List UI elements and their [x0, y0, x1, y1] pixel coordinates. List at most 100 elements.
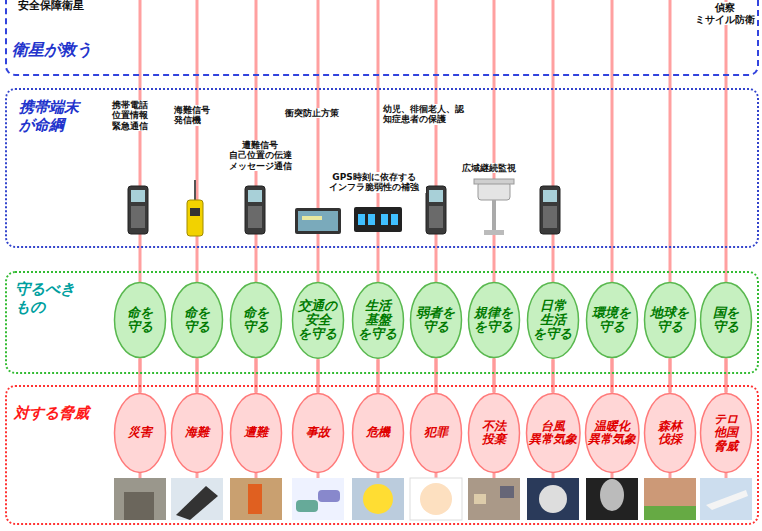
phone-icon — [128, 186, 148, 234]
threat-circle: 災害 — [113, 392, 167, 474]
annotation-label: 携帯電話 位置情報 緊急通信 — [112, 100, 154, 131]
circle-text-box: 温暖化 異常気象 — [587, 420, 636, 446]
circle-text: 森林 伐採 — [658, 419, 682, 446]
phone-icon — [543, 206, 557, 228]
band-panel: 衛星が救う — [5, 0, 759, 76]
threat-photo — [600, 479, 624, 511]
camera-icon — [474, 179, 514, 235]
ellipse-outline — [585, 394, 639, 473]
circle-text: 危機 — [366, 425, 390, 439]
threat-photo — [318, 490, 340, 502]
ellipse-outline — [469, 283, 520, 358]
band-panel: 対する脅威災害 海難 遭難 事故 危機 犯罪不法 投棄台風 異常気象温暖化 異常気象森林 … — [5, 385, 759, 525]
circle-text-box: テロ 他国 脅威 — [701, 413, 750, 453]
circle-text-box: 台風 異常気象 — [528, 420, 577, 446]
band-heading: 対する脅威 — [14, 404, 106, 422]
phone-icon — [248, 190, 262, 202]
gps-clock-icon — [358, 214, 365, 225]
circle-text-box: 災害 — [115, 426, 164, 439]
circle-text: 国を 守る — [713, 305, 739, 334]
phone-icon — [248, 206, 262, 228]
threat-photo — [474, 494, 486, 504]
phone-icon — [245, 186, 265, 234]
circle-text-box: 海難 — [172, 426, 221, 439]
circle-text-box: 地球を 守る — [650, 306, 690, 335]
circle-text-box: 環境を 守る — [592, 306, 632, 335]
phone-icon — [131, 190, 145, 202]
circle-text: 海難 — [185, 425, 209, 439]
connector-line — [493, 359, 496, 392]
circle-text-box: 命を 守る — [120, 306, 160, 335]
circle-text-box: 事故 — [293, 426, 342, 439]
connector-line — [317, 360, 320, 392]
ellipse-outline — [411, 283, 462, 358]
annotation-label: 衝突防止方策 — [285, 108, 345, 118]
circle-text-box: 森林 伐採 — [645, 420, 694, 446]
band-heading: 守るべき もの — [15, 280, 85, 316]
gps-clock-icon — [354, 207, 402, 232]
phone-icon — [426, 186, 446, 234]
ellipse-outline — [353, 394, 404, 473]
protect-circle: 弱者を 守る — [409, 281, 463, 359]
threat-photo — [230, 478, 282, 520]
annotation-label: 遭難信号 自己位置の伝達 メッセージ通信 — [226, 140, 294, 171]
circle-text: 災害 — [128, 425, 152, 439]
ellipse-outline — [172, 283, 223, 358]
circle-text: 命を 守る — [243, 305, 269, 334]
circle-text-box: 国を 守る — [706, 306, 746, 335]
threat-photo — [706, 490, 748, 510]
ellipse-outline — [528, 283, 579, 359]
band-heading: 衛星が救う — [12, 40, 122, 59]
protect-circle: 環境を 守る — [585, 281, 639, 359]
threat-photo — [700, 478, 752, 520]
threat-photo — [410, 478, 462, 520]
band-heading-text: 携帯端末 が命綱 — [19, 98, 79, 134]
ellipse-outline — [293, 394, 344, 473]
threat-circle: 温暖化 異常気象 — [584, 392, 641, 474]
circle-text: 遭難 — [244, 425, 268, 439]
threat-circle: 森林 伐採 — [643, 392, 697, 474]
camera-icon — [484, 230, 504, 235]
phone-icon — [429, 206, 443, 228]
ellipse-outline — [411, 394, 462, 473]
annotation-label: 偵察 ミサイル防衛 — [694, 2, 756, 25]
threat-photo — [586, 478, 638, 520]
threat-circle: 不法 投棄 — [467, 392, 521, 474]
circle-text: 命を 守る — [184, 305, 210, 334]
circle-text-box: 犯罪 — [411, 426, 460, 439]
connector-line — [669, 359, 672, 392]
ellipse-outline — [469, 394, 520, 473]
protect-circle: 命を 守る — [170, 281, 224, 359]
annotation-label: 幼児、徘徊老人、認知症患者の保護 — [383, 104, 469, 125]
phone-icon — [540, 186, 560, 234]
phone-icon — [429, 190, 443, 202]
threat-circle: 事故 — [291, 392, 345, 474]
threat-photo — [114, 478, 166, 520]
threat-photo — [124, 492, 154, 520]
circle-text-box: 生活 基盤 を守る — [358, 299, 398, 342]
ellipse-outline — [701, 394, 752, 473]
phone-icon — [131, 206, 145, 228]
band-heading-text: 対する脅威 — [14, 404, 89, 422]
car-navigation-icon — [298, 211, 338, 231]
threat-photo — [420, 483, 452, 515]
ellipse-outline — [645, 283, 696, 358]
circle-text: 台風 異常気象 — [529, 419, 577, 446]
camera-icon — [492, 200, 496, 230]
circle-text: 日常 生活 を守る — [533, 298, 572, 342]
protect-circle: 国を 守る — [699, 281, 753, 359]
phone-icon — [245, 186, 265, 234]
band-heading-text: 衛星が救う — [12, 40, 92, 59]
threat-photo — [171, 478, 223, 520]
circle-text-box: 命を 守る — [177, 306, 217, 335]
protect-circle: 交通の 安全 を守る — [291, 281, 345, 360]
ellipse-outline — [115, 283, 166, 358]
gps-clock-icon — [391, 214, 398, 225]
circle-text-box: 交通の 安全 を守る — [298, 299, 338, 342]
ellipse-outline — [293, 283, 344, 359]
annotation-label: GPS時刻に依存する インフラ脆弱性の補強 — [322, 172, 426, 193]
connector-line — [610, 359, 613, 392]
ellipse-outline — [115, 394, 166, 473]
ellipse-outline — [231, 394, 282, 473]
